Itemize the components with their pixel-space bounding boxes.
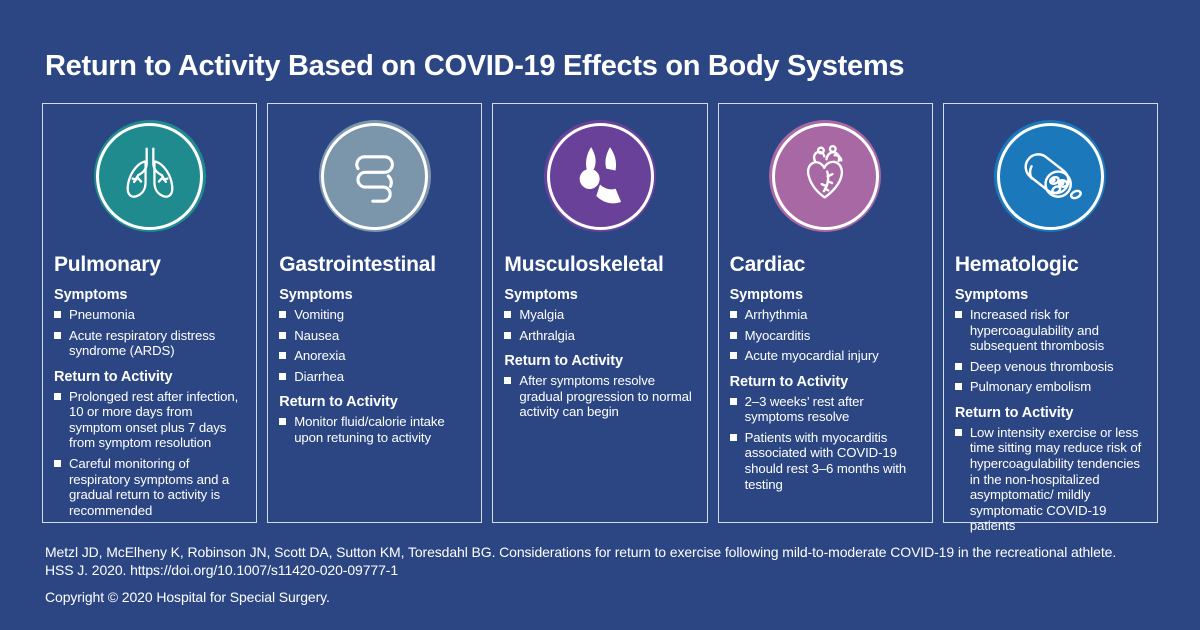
symptoms-label: Symptoms <box>954 287 1029 303</box>
square-bullet-icon <box>729 397 737 405</box>
citation-text: Metzl JD, McElheny K, Robinson JN, Scott… <box>45 544 1117 578</box>
square-bullet-icon <box>504 331 512 339</box>
return-to-activity-list: Prolonged rest after infection, 10 or mo… <box>54 389 245 519</box>
blood-vessel-icon <box>994 120 1107 232</box>
list-item: Increased risk for hypercoagulability an… <box>954 307 1146 354</box>
list-item: Nausea <box>279 328 470 344</box>
copyright-text: Copyright © 2020 Hospital for Special Su… <box>45 588 330 605</box>
return-to-activity-list: After symptoms resolve gradual progressi… <box>504 373 695 420</box>
list-item: Patients with myocarditis associated wit… <box>729 430 921 492</box>
return-to-activity-label: Return to Activity <box>54 368 173 385</box>
square-bullet-icon <box>954 362 962 370</box>
list-item: Careful monitoring of respiratory sympto… <box>54 456 245 518</box>
list-item: Myalgia <box>504 307 695 323</box>
list-item: Myocarditis <box>729 328 921 344</box>
square-bullet-icon <box>729 311 737 318</box>
square-bullet-icon <box>279 311 287 318</box>
list-item: Diarrhea <box>279 369 470 385</box>
footer: Metzl JD, McElheny K, Robinson JN, Scott… <box>45 544 1140 605</box>
list-item: Anorexia <box>279 348 470 364</box>
list-item: Acute respiratory distress syndrome (ARD… <box>54 328 245 359</box>
return-to-activity-label: Return to Activity <box>504 353 623 370</box>
return-to-activity-label: Return to Activity <box>954 404 1074 421</box>
square-bullet-icon <box>279 372 287 380</box>
symptoms-label: Symptoms <box>504 287 578 303</box>
symptoms-label: Symptoms <box>729 287 803 303</box>
list-item: After symptoms resolve gradual progressi… <box>504 373 695 420</box>
square-bullet-icon <box>954 428 962 436</box>
list-item: 2–3 weeks’ rest after symptoms resolve <box>729 394 921 425</box>
square-bullet-icon <box>279 418 287 426</box>
square-bullet-icon <box>954 311 962 318</box>
list-item: Arthralgia <box>504 328 695 344</box>
square-bullet-icon <box>54 460 61 468</box>
symptoms-list: Increased risk for hypercoagulability an… <box>954 307 1146 395</box>
panel-hematologic: Hematologic Symptoms Increased risk for … <box>942 103 1159 533</box>
list-item: Monitor fluid/calorie intake upon retuni… <box>279 414 470 445</box>
square-bullet-icon <box>279 331 287 339</box>
square-bullet-icon <box>729 352 737 360</box>
list-item: Pulmonary embolism <box>954 379 1146 395</box>
list-item: Deep venous thrombosis <box>954 359 1146 375</box>
joint-icon <box>544 120 656 232</box>
symptoms-label: Symptoms <box>54 287 128 303</box>
page-title: Return to Activity Based on COVID-19 Eff… <box>45 50 905 82</box>
panel-title: Hematologic <box>954 253 1079 276</box>
return-to-activity-label: Return to Activity <box>729 373 849 390</box>
return-to-activity-label: Return to Activity <box>279 394 398 411</box>
list-item: Pneumonia <box>54 307 245 323</box>
square-bullet-icon <box>954 383 962 391</box>
list-item: Prolonged rest after infection, 10 or mo… <box>54 389 245 451</box>
panel-title: Pulmonary <box>54 253 161 276</box>
return-to-activity-list: Low intensity exercise or less time sitt… <box>954 425 1146 534</box>
list-item: Acute myocardial injury <box>729 348 921 364</box>
panel-title: Gastrointestinal <box>279 253 436 276</box>
list-item: Low intensity exercise or less time sitt… <box>954 425 1146 534</box>
intestines-icon <box>318 120 431 232</box>
panel-title: Cardiac <box>729 253 806 276</box>
square-bullet-icon <box>54 331 61 339</box>
square-bullet-icon <box>54 311 61 318</box>
heart-icon <box>769 120 882 232</box>
panel-title: Musculoskeletal <box>504 253 664 276</box>
symptoms-label: Symptoms <box>279 287 353 303</box>
list-item: Vomiting <box>279 307 470 323</box>
square-bullet-icon <box>729 433 737 441</box>
lungs-icon <box>93 120 206 232</box>
return-to-activity-list: Monitor fluid/calorie intake upon retuni… <box>279 414 470 445</box>
square-bullet-icon <box>279 352 287 360</box>
square-bullet-icon <box>504 311 512 318</box>
square-bullet-icon <box>504 377 512 385</box>
square-bullet-icon <box>729 331 737 339</box>
list-item: Arrhythmia <box>729 307 921 323</box>
square-bullet-icon <box>54 392 61 400</box>
